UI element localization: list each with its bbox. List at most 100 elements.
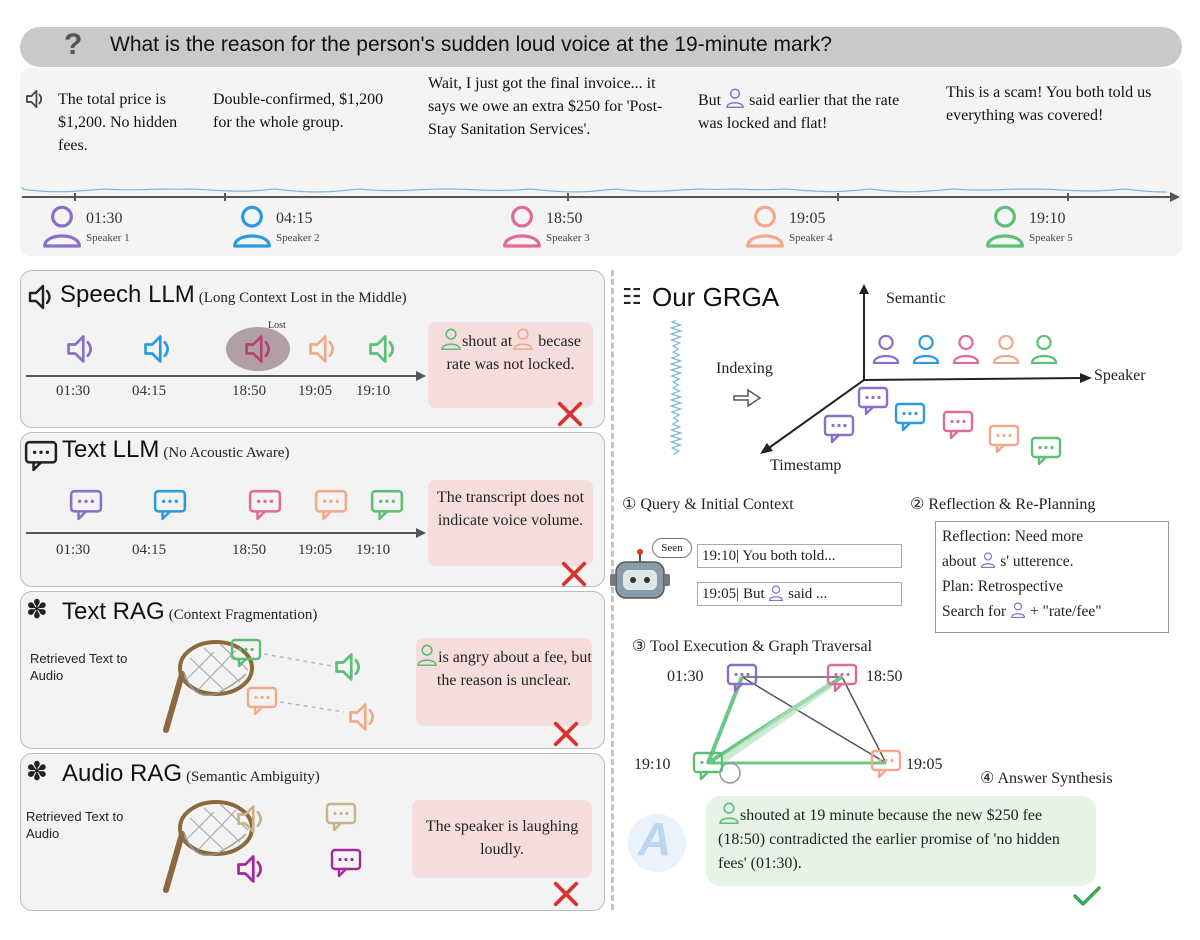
context-box-2: 19:05| But said ... [697, 582, 902, 606]
purple-person-icon [768, 585, 784, 601]
context-2-time: 19:05 [702, 586, 737, 602]
speech-llm-title: Speech LLM [60, 281, 195, 308]
context-1-time: 19:10 [702, 548, 737, 564]
robot-icon [610, 549, 670, 599]
person-icon-4 [992, 334, 1020, 364]
wrong-x-icon [552, 880, 580, 908]
speaker-person-icon [232, 204, 272, 248]
chat-icon-5 [370, 489, 404, 521]
chat-icon [24, 440, 58, 472]
answer-badge [628, 814, 686, 872]
axis-semantic-label: Semantic [886, 290, 946, 307]
indexing-label: Indexing [716, 360, 773, 377]
timeline-speaker: Speaker 3 [546, 232, 590, 244]
speech-llm-answer: shout at becase rate was not locked. [428, 322, 593, 408]
speaker-icon-5 [369, 335, 394, 363]
person-icon-1 [872, 334, 900, 364]
text-rag-answer-text: is angry about a fee, but the reason is … [436, 649, 592, 689]
text-llm-title: Text LLM [62, 436, 160, 463]
track-time-label: 18:50 [232, 383, 267, 399]
step-4-label: ④ Answer Synthesis [980, 770, 1113, 787]
axis-timestamp-label: Timestamp [770, 457, 842, 474]
context-2-suffix: said ... [788, 586, 828, 602]
axis-speaker-label: Speaker [1094, 367, 1146, 384]
plan-line-2-prefix: Search for [942, 603, 1007, 620]
timeline-speaker: Speaker 5 [1029, 232, 1073, 244]
speech-answer-prefix: shout at [462, 333, 513, 350]
track-time-label: 19:10 [356, 383, 391, 399]
chat-icon-2 [823, 414, 855, 444]
graph-time-1905: 19:05 [906, 756, 943, 773]
text-llm-subtitle: (No Acoustic Aware) [163, 445, 290, 461]
track-time-label: 19:05 [298, 542, 333, 558]
graph-time-1910: 19:10 [634, 756, 671, 773]
audio-speaker-icon [24, 88, 46, 110]
audio-rag-retrieval [150, 790, 362, 905]
puzzle-icon: ✽ [26, 756, 48, 786]
grga-answer: shouted at 19 minute because the new $25… [706, 796, 1096, 886]
question-bar [20, 27, 1182, 67]
timeline-time: 19:05 [789, 210, 826, 227]
net-icon [166, 642, 252, 730]
person-icon-3 [952, 334, 980, 364]
question-mark-icon: ? [64, 28, 83, 61]
step-1-label: ① Query & Initial Context [622, 496, 794, 513]
chat-icon-1 [69, 489, 103, 521]
text-rag-subtitle: (Context Fragmentation) [168, 607, 318, 623]
divider [611, 270, 614, 910]
person-icon-5 [1030, 334, 1058, 364]
speaker-person-icon [42, 204, 82, 248]
timeline-time: 01:30 [86, 210, 123, 227]
speaker-3-person-icon [725, 88, 745, 108]
conversation-timeline-panel [20, 68, 1182, 256]
audio-rag-retrieved-label: Retrieved Text to Audio [26, 809, 124, 841]
plan-line-1: Plan: Retrospective [942, 578, 1063, 595]
utterance-4-text: said earlier that the rate was locked an… [698, 92, 900, 132]
puzzle-icon: ✽ [26, 594, 48, 624]
speech-answer-rest: becase rate was not locked. [446, 333, 581, 373]
check-icon [1073, 886, 1101, 906]
speaker-person-icon [502, 204, 542, 248]
utterance-2: Double-confirmed, $1,200 for the whole g… [213, 91, 384, 131]
plan-line-2: Search for + "rate/fee" [942, 599, 1162, 624]
chat-icon-magenta [330, 848, 362, 878]
timeline-speaker: Speaker 1 [86, 232, 130, 244]
speaker-person-icon [985, 204, 1025, 248]
seen-bubble: Seen [652, 538, 692, 558]
speaker-icon-4 [309, 335, 334, 363]
step-3-label: ③ Tool Execution & Graph Traversal [632, 638, 873, 655]
speaker-icon-2 [144, 335, 169, 363]
text-rag-title: Text RAG [62, 598, 165, 625]
lost-label: Lost [268, 320, 286, 331]
timeline-speaker: Speaker 4 [789, 232, 833, 244]
audio-rag-answer: The speaker is laughing loudly. [412, 800, 592, 878]
track-time-label: 19:10 [356, 542, 391, 558]
utterance-4-prefix: But [698, 92, 722, 109]
track-time-label: 01:30 [56, 383, 91, 399]
person-icon-2 [912, 334, 940, 364]
chat-icon-3 [894, 402, 926, 432]
step-2-label: ② Reflection & Re-Planning [910, 496, 1096, 513]
chat-icon-4 [314, 489, 348, 521]
text-llm-track [26, 489, 426, 538]
timeline-time: 18:50 [546, 210, 583, 227]
track-time-label: 01:30 [56, 542, 91, 558]
chat-icon-tan [325, 802, 357, 832]
track-time-label: 18:50 [232, 542, 267, 558]
context-2-prefix: But [742, 586, 765, 602]
reflection-line-2-prefix: about [942, 553, 977, 570]
reflection-line-2-suffix: s' utterence. [1000, 553, 1074, 570]
answer-letter-icon: A [638, 813, 672, 865]
utterance-4: But said earlier that the rate was locke… [698, 88, 928, 135]
waveform-and-axis [21, 186, 1180, 202]
grga-index-diagram [668, 284, 1092, 466]
text-llm-answer: The transcript does not indicate voice v… [428, 480, 593, 566]
graph-traversal [692, 663, 902, 784]
chat-icon-1 [857, 386, 889, 416]
wrong-x-icon [552, 720, 580, 748]
track-time-label: 04:15 [132, 542, 167, 558]
grga-title: Our GRGA [652, 282, 780, 312]
wrong-x-icon [556, 400, 584, 428]
utterance-5: This is a scam! You both told us everyth… [946, 84, 1152, 124]
reflection-line-2: about s' utterence. [942, 549, 1162, 574]
